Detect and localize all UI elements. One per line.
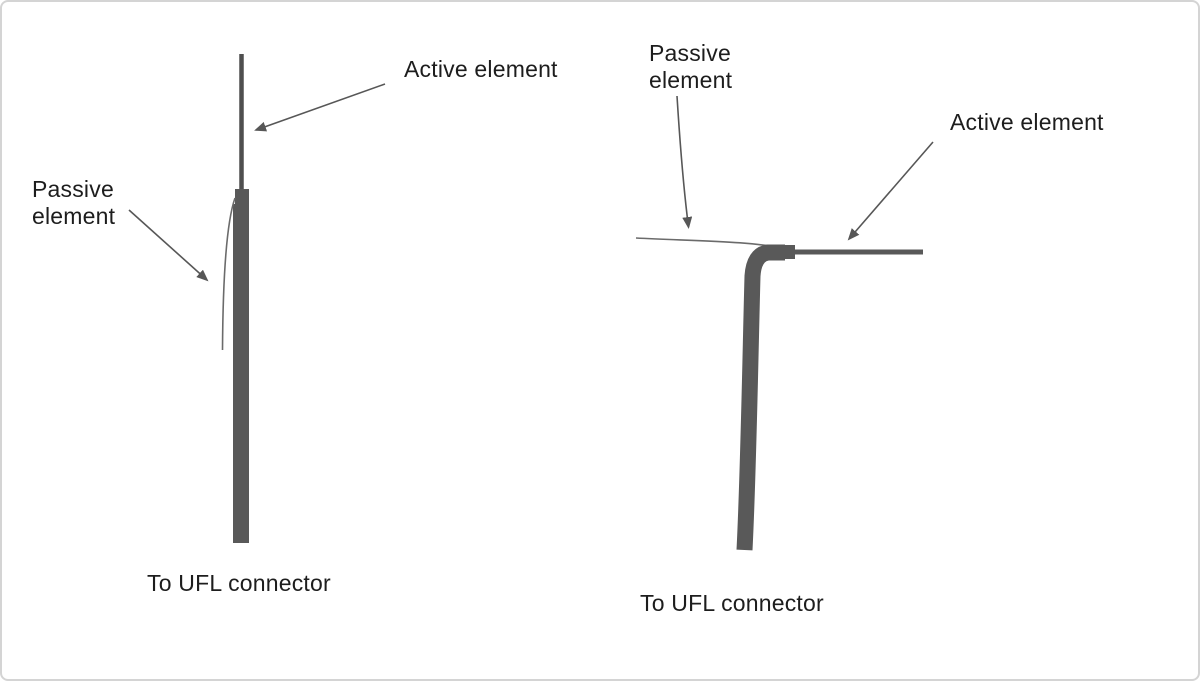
right-active-label-arrow xyxy=(847,141,934,241)
left-coax-cable xyxy=(233,204,249,543)
right-active-element-label: Active element xyxy=(950,109,1104,135)
horizontal-antenna-group xyxy=(635,95,934,551)
right-passive-label-arrow xyxy=(676,95,693,229)
left-passive-element-label: Passive element xyxy=(32,176,116,229)
left-connector-nub xyxy=(235,189,249,205)
left-ufl-connector-label: To UFL connector xyxy=(147,570,331,596)
right-passive-element-label: Passive element xyxy=(649,40,733,93)
right-ufl-connector-label: To UFL connector xyxy=(640,590,824,616)
vertical-antenna-group xyxy=(128,54,386,543)
left-passive-label-arrow xyxy=(128,209,209,282)
left-active-element-label: Active element xyxy=(404,56,558,82)
left-active-label-arrow xyxy=(254,83,386,132)
left-passive-element-wire xyxy=(221,197,236,351)
right-coax-cable xyxy=(736,244,785,551)
